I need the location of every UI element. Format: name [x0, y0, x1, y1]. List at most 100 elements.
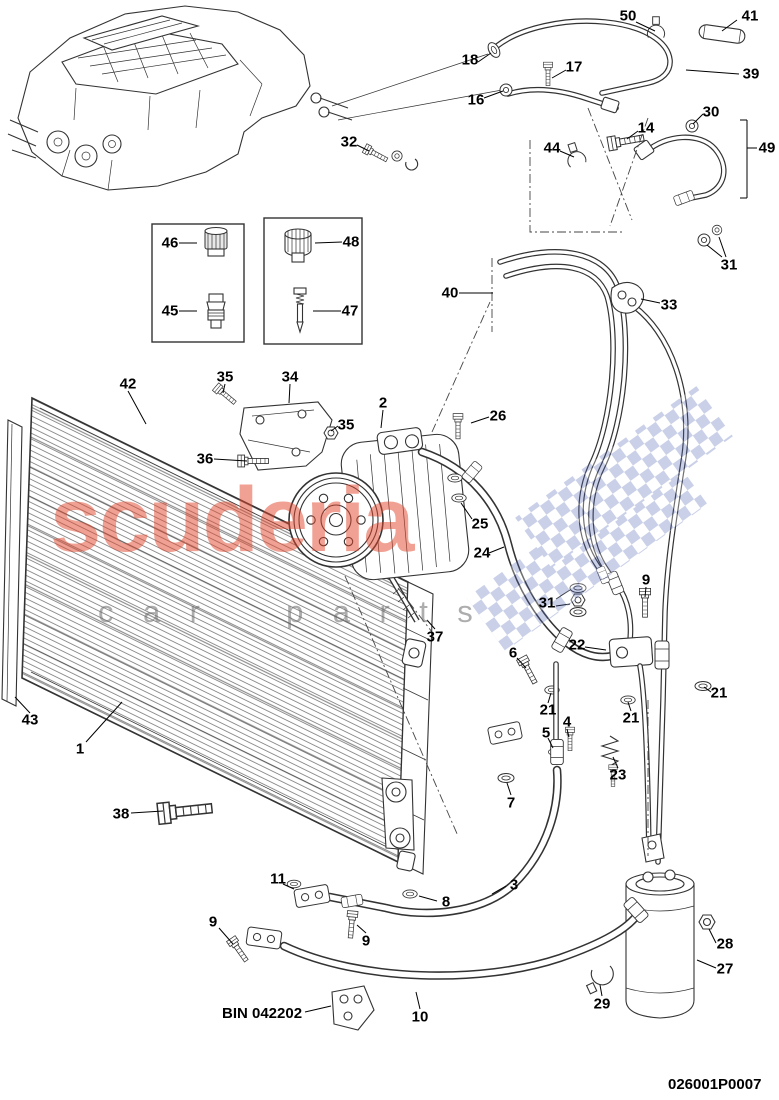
part-callout-11[interactable]: 11 — [270, 870, 286, 888]
oring-21-right — [694, 681, 712, 691]
bracket-33 — [610, 281, 645, 314]
part-callout-50[interactable]: 50 — [619, 7, 637, 25]
part-callout-9[interactable]: 9 — [208, 913, 218, 931]
oring-8 — [402, 889, 418, 899]
valve-cap-48 — [284, 228, 312, 263]
receiver-drier — [585, 833, 716, 1019]
part-callout-30[interactable]: 30 — [702, 103, 720, 121]
valve-core-47 — [293, 287, 307, 334]
valve-cap-boxes — [151, 217, 363, 345]
part-callout-31[interactable]: 31 — [538, 594, 556, 612]
compressor-pulley — [288, 472, 384, 568]
spring-23 — [600, 735, 620, 767]
part-callout-2[interactable]: 2 — [378, 394, 388, 412]
part-callout-9[interactable]: 9 — [361, 932, 371, 950]
part-callout-7[interactable]: 7 — [506, 794, 516, 812]
bolt-6 — [516, 654, 541, 686]
part-callout-21[interactable]: 21 — [622, 709, 640, 727]
part-callout-36[interactable]: 36 — [196, 450, 214, 468]
part-callout-29[interactable]: 29 — [593, 995, 611, 1013]
part-callout-22[interactable]: 22 — [568, 636, 586, 654]
oring-25a — [447, 473, 463, 483]
part-callout-26[interactable]: 26 — [489, 407, 507, 425]
part-callout-45[interactable]: 45 — [161, 302, 179, 320]
part-callout-33[interactable]: 33 — [660, 296, 678, 314]
flange-hose-3 — [293, 883, 331, 909]
hose-10-assembly — [226, 895, 650, 1031]
clamp-29 — [585, 965, 614, 995]
part-callout-46[interactable]: 46 — [161, 234, 179, 252]
part-callout-6[interactable]: 6 — [508, 644, 518, 662]
condenser — [1, 396, 434, 875]
part-callout-9[interactable]: 9 — [641, 571, 651, 589]
part-callout-1[interactable]: 1 — [75, 740, 85, 758]
checker-flag-watermark — [466, 386, 733, 652]
part-callout-4[interactable]: 4 — [562, 713, 572, 731]
compressor — [288, 427, 470, 581]
part-callout-40[interactable]: 40 — [441, 284, 459, 302]
ring-16 — [499, 83, 513, 97]
part-callout-17[interactable]: 17 — [565, 58, 583, 76]
valve-45 — [206, 293, 226, 329]
part-callout-28[interactable]: 28 — [716, 935, 734, 953]
part-callout-43[interactable]: 43 — [21, 711, 39, 729]
hose-assembly-49 — [562, 119, 724, 247]
part-callout-44[interactable]: 44 — [543, 139, 561, 157]
part-callout-27[interactable]: 27 — [716, 960, 734, 978]
part-callout-16[interactable]: 16 — [467, 91, 485, 109]
bolt-38 — [156, 797, 214, 826]
part-callout-39[interactable]: 39 — [742, 65, 760, 83]
part-callout-35[interactable]: 35 — [216, 368, 234, 386]
part-callout-18[interactable]: 18 — [461, 51, 479, 69]
part-callout-25[interactable]: 25 — [471, 515, 489, 533]
part-callout-32[interactable]: 32 — [340, 133, 358, 151]
bolt-17 — [543, 61, 553, 86]
nut-35b — [323, 426, 339, 440]
plug-28 — [698, 914, 716, 930]
part-callout-8[interactable]: 8 — [441, 893, 451, 911]
ring-31b — [711, 224, 723, 236]
bin-flange — [331, 985, 375, 1031]
construction-lines — [344, 107, 649, 856]
valve-cap-46 — [204, 226, 228, 257]
bolt-4 — [565, 726, 575, 751]
fitting-parts-32 — [361, 143, 419, 171]
condenser-tab-upper — [401, 638, 427, 668]
part-callout-47[interactable]: 47 — [341, 302, 359, 320]
part-callout-41[interactable]: 41 — [741, 7, 759, 25]
seal-strip-43 — [1, 419, 23, 707]
part-callout-34[interactable]: 34 — [281, 368, 299, 386]
bin-code-label: BIN 042202 — [222, 1005, 303, 1022]
part-callout-21[interactable]: 21 — [539, 701, 557, 719]
oring-30 — [685, 119, 699, 133]
part-callout-14[interactable]: 14 — [637, 119, 655, 137]
bolt-9-mid — [344, 910, 359, 939]
part-callout-24[interactable]: 24 — [473, 544, 491, 562]
part-callout-23[interactable]: 23 — [609, 766, 627, 784]
oring-7 — [497, 773, 515, 783]
tube-41 — [698, 24, 746, 44]
bolt-26 — [452, 413, 464, 440]
flange-hose-10 — [245, 926, 283, 950]
part-callout-35[interactable]: 35 — [337, 416, 355, 434]
hvac-housing-unit — [7, 5, 503, 191]
part-callout-10[interactable]: 10 — [411, 1008, 429, 1026]
fitting-block-22 — [608, 636, 654, 668]
grommet-18 — [487, 42, 501, 58]
part-callout-3[interactable]: 3 — [509, 876, 519, 894]
part-callout-38[interactable]: 38 — [112, 805, 130, 823]
oring-25b — [451, 493, 467, 503]
part-callout-49[interactable]: 49 — [758, 139, 776, 157]
pipes-40 — [500, 252, 686, 862]
hose-24-assembly — [422, 413, 712, 858]
part-callout-21[interactable]: 21 — [710, 684, 728, 702]
condenser-bracket-lower — [381, 777, 415, 851]
part-callout-42[interactable]: 42 — [119, 375, 137, 393]
part-callout-37[interactable]: 37 — [426, 628, 444, 646]
compressor-bracket-34 — [212, 382, 339, 471]
part-callout-48[interactable]: 48 — [342, 233, 360, 251]
part-callout-5[interactable]: 5 — [541, 724, 551, 742]
part-callout-31[interactable]: 31 — [720, 256, 738, 274]
